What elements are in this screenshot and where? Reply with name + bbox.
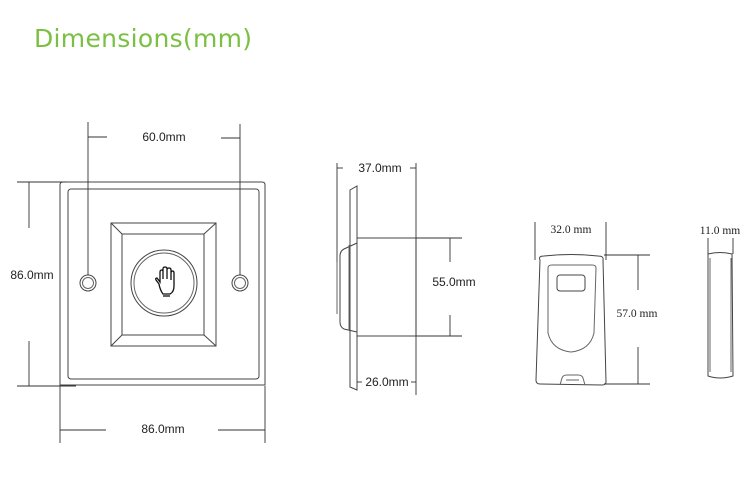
side-bottom-dimension: 26.0mm (365, 375, 408, 389)
hand-icon (155, 266, 175, 297)
fob-front-view (534, 222, 650, 386)
fob-right-dimension: 57.0 mm (617, 308, 658, 320)
side-top-dimension: 37.0mm (358, 161, 401, 175)
page-title: Dimensions(mm) (34, 24, 253, 53)
fob-top-dimension: 32.0 mm (551, 224, 592, 236)
fob-side-top-dimension: 11.0 mm (700, 225, 741, 237)
front-view (17, 122, 266, 443)
side-right-dimension: 55.0mm (432, 275, 475, 289)
front-left-dimension: 86.0mm (10, 268, 53, 282)
front-bottom-dimension: 86.0mm (141, 422, 184, 436)
side-view (336, 163, 462, 395)
front-top-dimension: 60.0mm (142, 130, 185, 144)
fob-side-view (707, 238, 734, 379)
